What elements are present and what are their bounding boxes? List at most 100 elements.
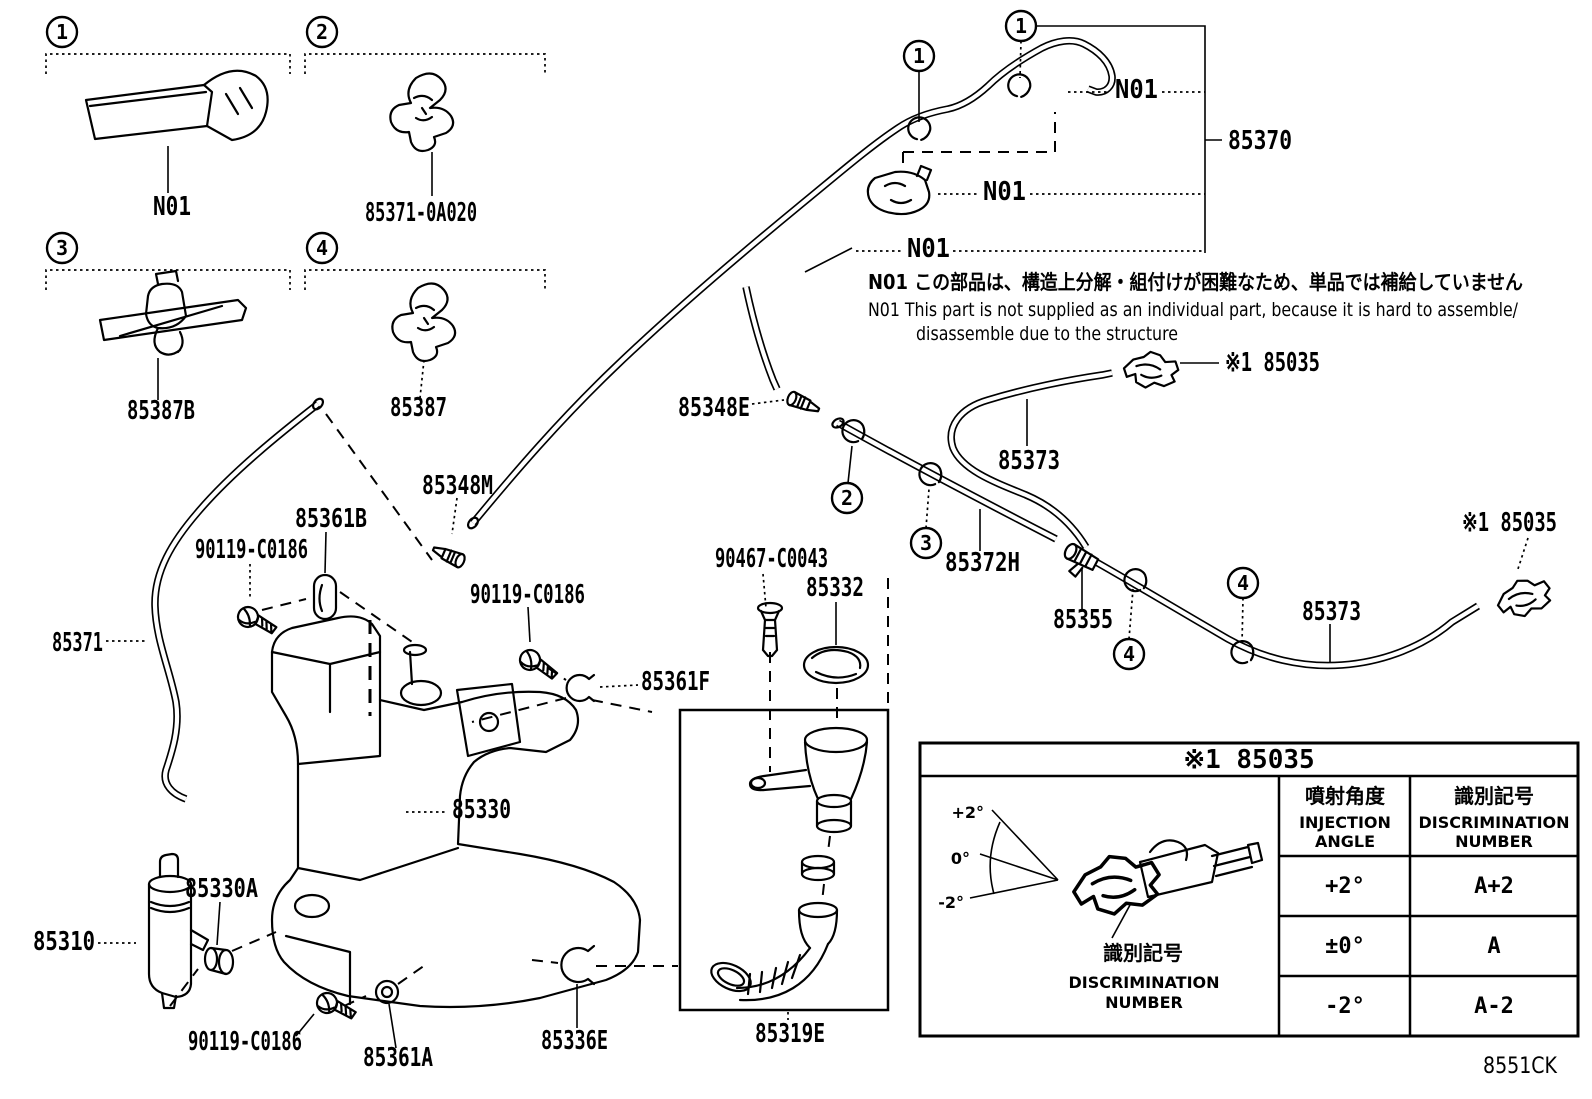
callout-circle-2[interactable] <box>305 15 339 49</box>
leader-line <box>295 1013 315 1037</box>
callout-number: 1 <box>56 20 68 44</box>
part-label-90119-2[interactable]: 90119-C0186 <box>470 580 585 610</box>
section-bracket <box>45 53 291 74</box>
callout-circle-4[interactable] <box>305 231 339 265</box>
leader-line <box>751 399 785 405</box>
nozzle-n01 <box>866 164 933 216</box>
washer-tank-drawing <box>270 615 642 1009</box>
part-label-n01-1[interactable]: N01 <box>1115 75 1158 105</box>
part-label-85035-upper[interactable]: ※1 85035 <box>1225 348 1320 378</box>
part-label-n01-2[interactable]: N01 <box>983 177 1026 207</box>
supply-note: N01 この部品は、構造上分解・組付けが困難なため、単品では補給していません N… <box>868 270 1523 345</box>
grommet-85361b <box>312 573 338 621</box>
screw-90119-2 <box>516 646 563 681</box>
clip-85336e <box>560 944 596 986</box>
part-label-85035-lower[interactable]: ※1 85035 <box>1462 508 1557 538</box>
table-cell-angle-1: ±0° <box>1325 934 1365 959</box>
note-line-en2: disassemble due to the structure <box>916 323 1178 345</box>
callout-circle-2[interactable] <box>830 481 864 515</box>
leader-line <box>216 901 221 946</box>
cap-85332 <box>802 645 870 685</box>
part-label-85372h[interactable]: 85372H <box>945 548 1020 578</box>
part-label-85310[interactable]: 85310 <box>33 927 95 957</box>
part-label-85355[interactable]: 85355 <box>1053 605 1113 635</box>
table-header-disc-jp: 識別記号 <box>1454 784 1534 808</box>
assembly-dashed-lines <box>169 413 889 1007</box>
part-label-85348e[interactable]: 85348E <box>678 393 750 423</box>
leader-line <box>1019 40 1022 79</box>
washer-pump-drawing <box>147 852 210 1010</box>
leader-line <box>1128 588 1134 640</box>
winged-nozzle-drawing <box>98 269 248 356</box>
part-label-85319e[interactable]: 85319E <box>755 1019 825 1049</box>
part-label-85373-lower[interactable]: 85373 <box>1302 597 1361 627</box>
mid-labels: 85348E ※1 85035 85373 85348M 2 3 85372H … <box>422 348 1557 671</box>
callout-number: 2 <box>841 486 853 510</box>
table-cell-num-1: A <box>1487 934 1500 959</box>
callout-number: 1 <box>1015 14 1027 38</box>
section-bracket <box>304 269 546 290</box>
table-header-disc-en1: DISCRIMINATION <box>1418 813 1569 832</box>
hose-end <box>466 516 480 530</box>
part-label-85348m[interactable]: 85348M <box>422 471 493 501</box>
leader-line <box>527 606 531 643</box>
legend-section-2: 2 85371-0A020 <box>304 15 546 228</box>
washer-85361a <box>374 979 400 1005</box>
inlet-assembly-box: 85319E <box>678 708 890 1049</box>
callout-number: 2 <box>316 20 328 44</box>
figure-angle-plus2: +2° <box>951 803 984 822</box>
part-label-90119-3[interactable]: 90119-C0186 <box>188 1027 302 1057</box>
part-label-85387[interactable]: 85387 <box>390 393 447 423</box>
discrimination-table: ※1 85035 噴射角度 INJECTION ANGLE 識別記号 DISCR… <box>918 741 1580 1038</box>
callout-circle-3[interactable] <box>45 231 79 265</box>
part-label-85361f[interactable]: 85361F <box>641 667 710 697</box>
group-bracket-line <box>1036 25 1206 253</box>
leader-line <box>804 247 853 273</box>
figure-label-en1: DISCRIMINATION <box>1068 973 1219 992</box>
washer-hoses <box>151 37 1480 803</box>
washer-nozzle-drawing <box>84 69 269 142</box>
leader-line <box>1241 597 1244 645</box>
table-header-angle-jp: 噴射角度 <box>1305 784 1386 808</box>
part-label-85370[interactable]: 85370 <box>1228 126 1292 156</box>
part-label-90467[interactable]: 90467-C0043 <box>715 544 828 574</box>
joint-85348m <box>429 541 468 570</box>
callout-number: 4 <box>316 236 328 260</box>
callout-number: 1 <box>913 44 925 68</box>
part-label-n01-3[interactable]: N01 <box>907 234 950 264</box>
hose-end <box>831 417 845 429</box>
part-label-85361b[interactable]: 85361B <box>295 504 367 534</box>
part-label-85387b[interactable]: 85387B <box>127 396 195 426</box>
part-label-85371[interactable]: 85371 <box>52 628 103 658</box>
part-label-n01[interactable]: N01 <box>153 192 191 222</box>
hose-end <box>311 397 325 411</box>
figure-label-jp: 識別記号 <box>1103 941 1183 965</box>
table-header-disc-en2: NUMBER <box>1455 832 1533 851</box>
part-label-90119-1[interactable]: 90119-C0186 <box>195 535 308 565</box>
pin-90467 <box>756 601 784 658</box>
part-label-85373-upper[interactable]: 85373 <box>998 446 1060 476</box>
part-label-85330[interactable]: 85330 <box>452 795 511 825</box>
part-label-85336e[interactable]: 85336E <box>541 1026 608 1056</box>
hose-85371 <box>151 401 321 803</box>
hose-clip-1b <box>1002 68 1036 102</box>
callout-number: 3 <box>56 236 68 260</box>
part-label-85330a[interactable]: 85330A <box>185 874 258 904</box>
callout-circle-1[interactable] <box>45 15 79 49</box>
part-label-85371-0a020[interactable]: 85371-0A020 <box>365 198 477 228</box>
hose-85373-lower <box>1094 558 1480 670</box>
drawing-code: 8551CK <box>1483 1054 1557 1079</box>
nozzle-85035-upper <box>1120 347 1182 393</box>
leader-line <box>451 497 458 535</box>
legend-section-3: 3 85387B <box>45 231 291 426</box>
legend-section-1: 1 N01 <box>45 15 291 222</box>
leader-line <box>847 445 853 484</box>
hose-clip-drawing <box>389 72 455 153</box>
table-header-angle-en2: ANGLE <box>1315 832 1375 851</box>
screw-90119-3 <box>314 990 360 1021</box>
part-label-85361a[interactable]: 85361A <box>363 1043 433 1073</box>
callout-number: 3 <box>920 531 932 555</box>
part-label-85332[interactable]: 85332 <box>806 573 864 603</box>
nozzle-85035-lower <box>1492 573 1556 623</box>
